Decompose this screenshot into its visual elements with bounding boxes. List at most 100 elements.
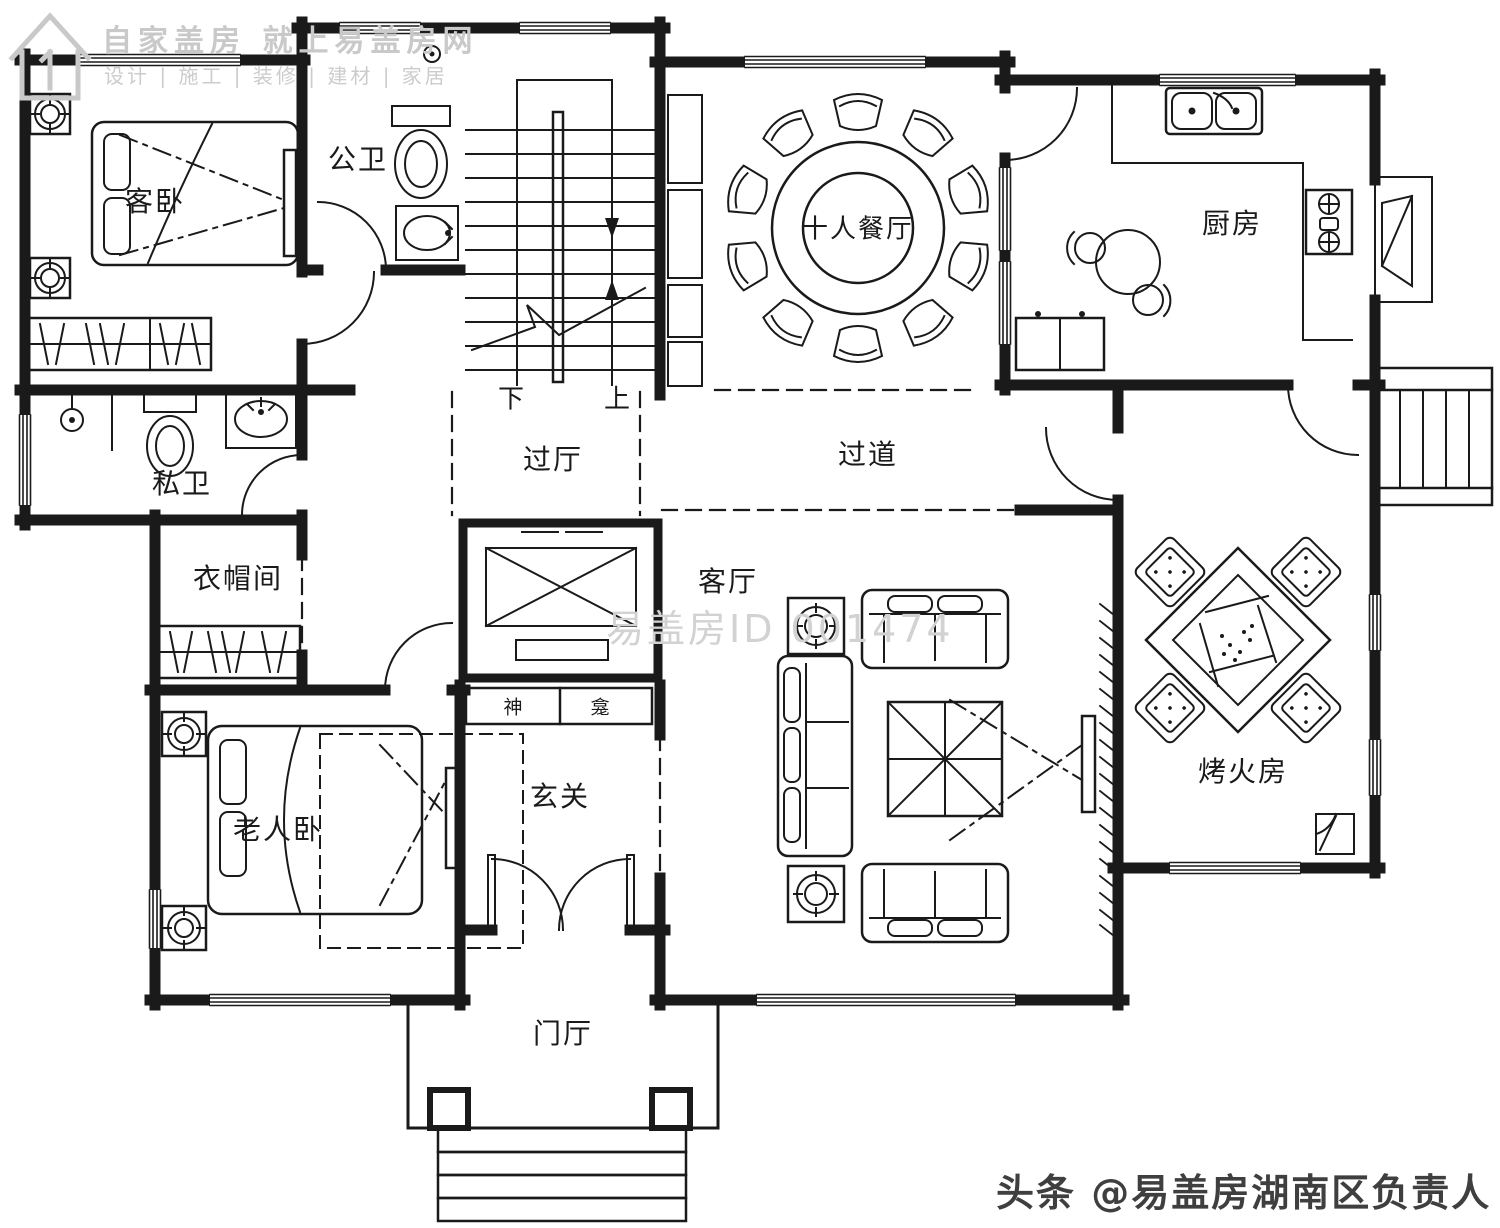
footer-credit: 头条 @易盖房湖南区负责人 — [996, 1171, 1492, 1215]
double-bed — [90, 120, 300, 267]
shrine-label-left: 神 — [503, 696, 523, 719]
doors — [240, 86, 1360, 932]
faucet — [1212, 91, 1234, 110]
room-label-cloakroom: 衣帽间 — [192, 562, 284, 595]
toilet-tank — [391, 105, 451, 127]
cloakroom-rack — [156, 624, 302, 680]
dining-chairs — [727, 93, 989, 363]
toilet-tank — [143, 393, 197, 413]
tv — [282, 148, 298, 258]
porch — [406, 1000, 720, 1223]
room-label-elder-bedroom: 老人卧 — [232, 813, 324, 846]
feature-wall-block — [458, 518, 663, 683]
elder-bedroom-door-arc — [383, 621, 454, 692]
wash-basin — [403, 215, 451, 251]
floor-drain — [423, 45, 441, 63]
stair-break-line — [470, 286, 647, 352]
room-label-corridor: 过道 — [837, 438, 899, 471]
stair-arrow-up — [605, 280, 619, 300]
staircase — [465, 79, 656, 386]
coffee-table — [886, 700, 1004, 818]
pillow — [103, 197, 131, 255]
entry-door-left-arc — [490, 857, 565, 932]
kitchen-furniture — [1014, 85, 1433, 372]
nightstand — [160, 710, 208, 758]
stair-stringer — [551, 110, 565, 384]
dining-table — [770, 140, 946, 316]
fire-table — [1144, 546, 1332, 734]
windows — [18, 21, 1382, 1007]
blanket-fold — [283, 726, 302, 914]
kitchen-chair — [1074, 232, 1106, 264]
feature-wall-detail — [484, 531, 638, 661]
entry-door-right-leaf — [626, 854, 635, 932]
brand-logo-icon — [8, 12, 92, 101]
room-label-foyer: 玄关 — [529, 780, 591, 813]
hanging-clothes — [168, 630, 288, 674]
pillow — [219, 811, 247, 877]
toilet-bowl — [146, 415, 194, 477]
double-bed — [206, 724, 424, 916]
kitchen-chair — [1132, 284, 1164, 316]
nightstand — [28, 92, 72, 136]
sofa-three-seat — [776, 654, 854, 858]
gas-stove — [1304, 188, 1354, 256]
private-bath-fixtures — [60, 391, 297, 477]
toilet-bowl — [394, 129, 448, 199]
exterior-stair — [1375, 366, 1494, 507]
dashed-openings — [300, 388, 1022, 880]
tv — [1080, 714, 1097, 814]
kitchen-fire-door-arc — [1286, 383, 1360, 457]
stair-label-down: 下 — [497, 384, 527, 415]
room-label-fire-room: 烤火房 — [1197, 755, 1289, 788]
hanging-clothes — [38, 322, 202, 366]
fire-room-door-arc — [1044, 426, 1120, 502]
shrine-cabinet — [464, 686, 654, 726]
center-watermark: 易盖房ID 001474 — [606, 607, 954, 651]
room-label-hall: 过厅 — [522, 443, 584, 476]
guest-bedroom-door-arc — [300, 270, 376, 346]
wash-basin-counter — [225, 391, 297, 449]
sofa-two-seat-top — [860, 588, 1010, 670]
private-bath-door-arc — [240, 453, 304, 517]
nightstand — [160, 904, 208, 952]
pillow — [103, 133, 131, 191]
fire-table-tiles — [1198, 594, 1278, 688]
kitchen-sink — [1164, 86, 1264, 136]
kitchen-door-arc — [1003, 86, 1079, 162]
tv-sight-lines — [118, 133, 286, 257]
sofa-two-seat-bottom — [860, 862, 1010, 944]
public-bath-fixtures — [391, 45, 459, 261]
brand-watermark-line1: 自家盖房 就上易盖房网 — [102, 24, 479, 59]
public-bath-door-arc — [316, 200, 388, 272]
shrine-label-right: 龛 — [590, 696, 610, 719]
stair-label-up: 上 — [603, 384, 633, 415]
entry-door-left-leaf — [487, 854, 496, 932]
tv-sight-lines — [948, 698, 1084, 842]
tv — [444, 766, 458, 870]
room-label-dining: 十人餐厅 — [801, 214, 915, 245]
brand-watermark-line2: 设计 | 施工 | 装修 | 建材 | 家居 — [104, 64, 448, 88]
living-room-furniture — [776, 588, 1116, 944]
tv-sight-lines — [378, 743, 448, 907]
entrance-steps — [436, 1126, 688, 1223]
dining-cabinet-column — [667, 94, 703, 387]
room-label-public-bath: 公卫 — [327, 143, 389, 176]
entry-door-right-arc — [557, 857, 632, 932]
wash-basin-counter — [395, 205, 459, 261]
porch-column — [427, 1087, 471, 1131]
room-label-entrance-hall: 门厅 — [532, 1017, 594, 1050]
dining-room-furniture — [667, 93, 989, 387]
side-table — [786, 596, 846, 656]
stair-arrow-down — [605, 218, 619, 238]
fire-room-furniture — [1134, 536, 1355, 855]
room-label-private-bath: 私卫 — [151, 467, 213, 500]
walls — [14, 16, 1386, 1011]
pillow — [219, 739, 247, 805]
floor-drain — [1314, 812, 1355, 855]
room-label-living: 客厅 — [697, 565, 759, 598]
tv-wall-fringe — [1098, 602, 1116, 938]
nightstand — [28, 256, 72, 300]
